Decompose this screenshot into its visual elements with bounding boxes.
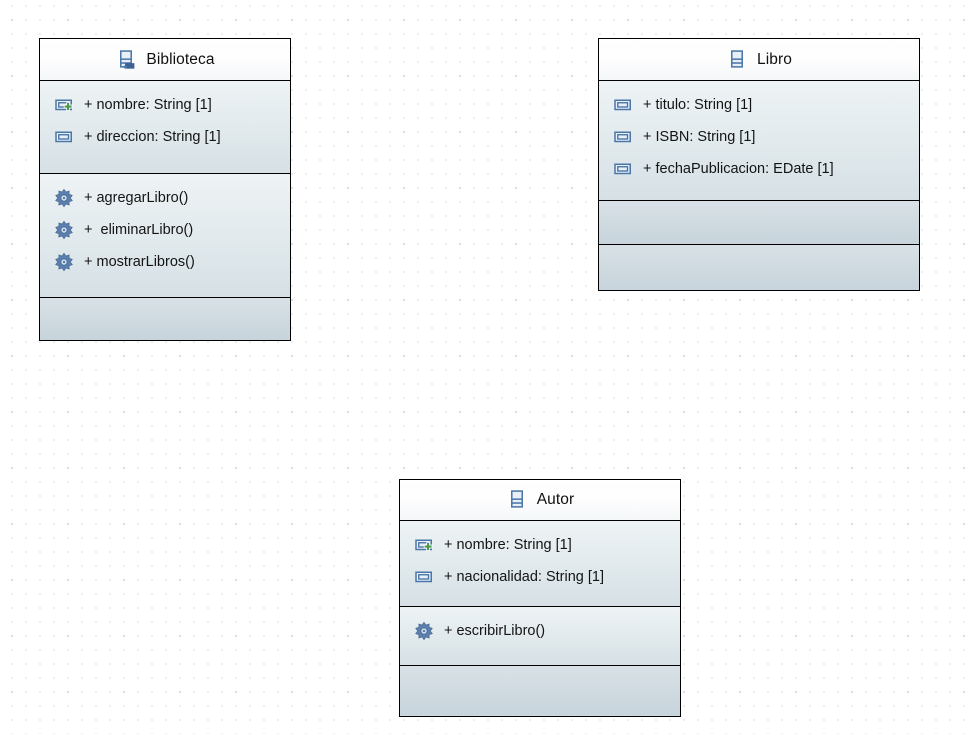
class-compartment-operations[interactable]: + agregarLibro() + eliminarLibro() + mostr… <box>40 174 290 298</box>
attribute-row[interactable]: + nacionalidad: String [1] <box>400 561 680 593</box>
class-name: Autor <box>536 491 575 509</box>
operation-icon <box>414 621 434 641</box>
uml-class-libro[interactable]: Libro + titulo: String [1] + ISBN: String … <box>598 38 920 291</box>
attribute-label: + nacionalidad: String [1] <box>444 568 605 585</box>
attribute-new-icon <box>414 535 434 555</box>
class-title-bar[interactable]: Biblioteca <box>40 39 290 81</box>
class-name: Biblioteca <box>146 50 215 68</box>
attribute-icon <box>613 127 633 147</box>
class-title-bar[interactable]: Autor <box>400 480 680 521</box>
operation-row[interactable]: + escribirLibro() <box>400 615 680 647</box>
attribute-icon <box>613 95 633 115</box>
attribute-row[interactable]: + titulo: String [1] <box>599 89 919 121</box>
attribute-new-icon <box>54 95 74 115</box>
class-icon <box>506 489 528 511</box>
operation-icon <box>54 188 74 208</box>
operation-label: + mostrarLibros() <box>84 253 195 270</box>
attribute-row[interactable]: + direccion: String [1] <box>40 121 290 153</box>
operation-label: + eliminarLibro() <box>84 221 194 238</box>
attribute-row[interactable]: + fechaPublicacion: EDate [1] <box>599 153 919 185</box>
attribute-icon <box>613 159 633 179</box>
attribute-icon <box>414 567 434 587</box>
class-modified-icon <box>115 49 137 71</box>
attribute-label: + fechaPublicacion: EDate [1] <box>643 160 834 177</box>
attribute-row[interactable]: + nombre: String [1] <box>40 89 290 121</box>
operation-icon <box>54 220 74 240</box>
class-compartment-empty[interactable] <box>599 245 919 290</box>
class-compartment-attributes[interactable]: + nombre: String [1] + nacionalidad: Stri… <box>400 521 680 607</box>
attribute-row[interactable]: + ISBN: String [1] <box>599 121 919 153</box>
attribute-label: + titulo: String [1] <box>643 96 753 113</box>
attribute-label: + ISBN: String [1] <box>643 128 756 145</box>
attribute-label: + nombre: String [1] <box>444 536 572 553</box>
class-compartment-empty[interactable] <box>599 201 919 245</box>
attribute-label: + direccion: String [1] <box>84 128 221 145</box>
class-title-bar[interactable]: Libro <box>599 39 919 81</box>
operation-icon <box>54 252 74 272</box>
uml-class-biblioteca[interactable]: Biblioteca + nombre: String [1] + direccio… <box>39 38 291 341</box>
class-compartment-empty[interactable] <box>40 298 290 340</box>
operation-label: + agregarLibro() <box>84 189 189 206</box>
uml-class-autor[interactable]: Autor + nombre: String [1] + nacionalidad:… <box>399 479 681 717</box>
operation-label: + escribirLibro() <box>444 622 546 639</box>
operation-row[interactable]: + agregarLibro() <box>40 182 290 214</box>
class-icon <box>726 49 748 71</box>
class-name: Libro <box>757 50 792 68</box>
operation-row[interactable]: + eliminarLibro() <box>40 214 290 246</box>
operation-row[interactable]: + mostrarLibros() <box>40 246 290 278</box>
class-compartment-operations[interactable]: + escribirLibro() <box>400 607 680 666</box>
attribute-icon <box>54 127 74 147</box>
class-compartment-attributes[interactable]: + nombre: String [1] + direccion: String … <box>40 81 290 174</box>
class-compartment-empty[interactable] <box>400 666 680 715</box>
attribute-label: + nombre: String [1] <box>84 96 212 113</box>
attribute-row[interactable]: + nombre: String [1] <box>400 529 680 561</box>
class-compartment-attributes[interactable]: + titulo: String [1] + ISBN: String [1] + … <box>599 81 919 201</box>
